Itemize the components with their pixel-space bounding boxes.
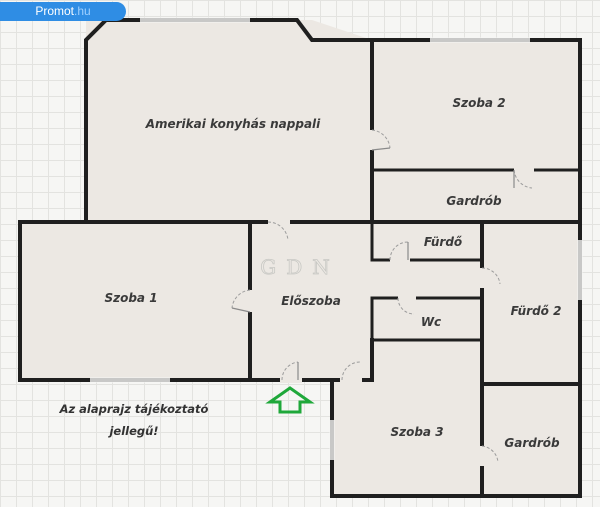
watermark-text: GDN <box>260 255 340 279</box>
source-badge-brand: Promot <box>35 4 74 18</box>
entrance-arrow-icon <box>265 386 315 414</box>
room-label-wardrobe-top: Gardrób <box>446 194 502 208</box>
room-label-bedroom-3: Szoba 3 <box>390 425 443 439</box>
disclaimer-line-1: Az alaprajz tájékoztató <box>59 402 209 416</box>
source-badge[interactable]: Promot.hu <box>0 2 126 21</box>
doors <box>231 129 534 466</box>
room-label-wardrobe-bottom: Gardrób <box>504 436 560 450</box>
room-label-living-kitchen: Amerikai konyhás nappali <box>145 117 321 131</box>
windows <box>90 17 583 460</box>
room-label-bedroom-2: Szoba 2 <box>452 96 505 110</box>
disclaimer-line-2: jellegű! <box>107 424 158 438</box>
room-label-bedroom-1: Szoba 1 <box>104 291 157 305</box>
room-label-hallway: Előszoba <box>281 294 341 308</box>
room-label-bathroom: Fürdő <box>424 235 462 249</box>
source-badge-suffix: .hu <box>74 4 91 18</box>
room-label-wc: Wc <box>421 315 441 329</box>
room-label-bathroom-2: Fürdő 2 <box>511 304 562 318</box>
